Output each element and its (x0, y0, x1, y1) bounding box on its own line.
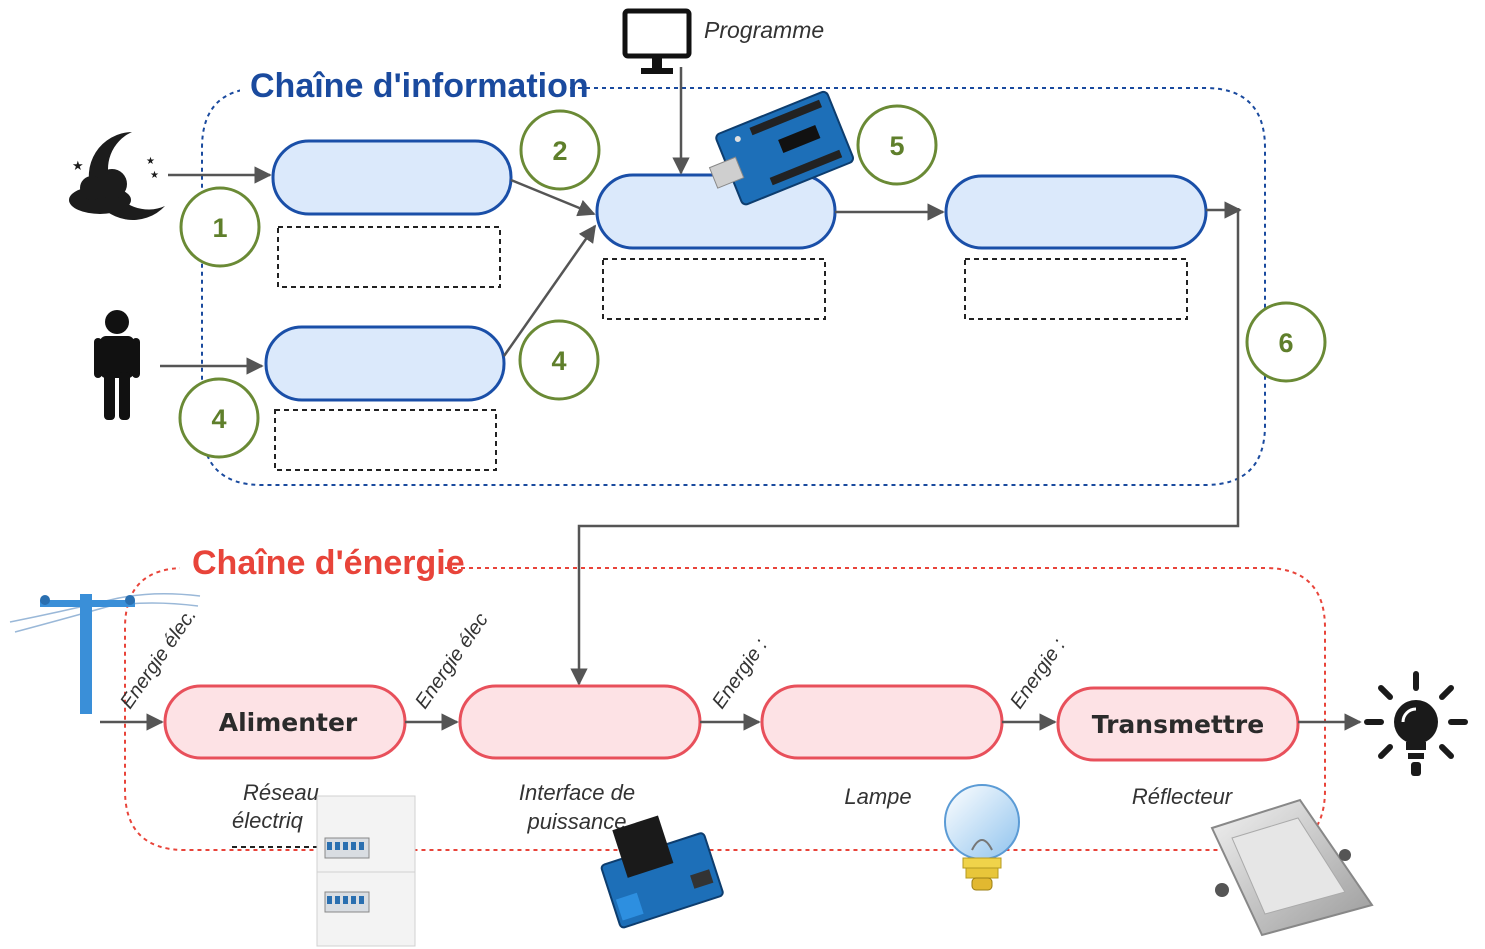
svg-text:2: 2 (552, 136, 567, 166)
program-label: Programme (704, 17, 824, 43)
marker-5: 5 (856, 104, 938, 186)
breaker-panel-icon (316, 795, 416, 947)
marker-6: 6 (1245, 301, 1327, 383)
reseau-label-line2: électriq (232, 808, 304, 833)
energy-flow-label-4: Energie : (1006, 635, 1070, 713)
alimenter-label: Alimenter (219, 708, 358, 737)
svg-text:★: ★ (150, 170, 159, 181)
lamp-rays-icon (1364, 671, 1468, 776)
monitor-icon (622, 8, 692, 74)
info-chain-region (201, 87, 1266, 486)
svg-text:6: 6 (1278, 328, 1293, 358)
night-icon: ★ ★ ★ (69, 132, 165, 220)
arduino-board-icon (708, 90, 854, 206)
person-icon (94, 310, 140, 420)
power-pole-icon (9, 593, 201, 714)
light-bulb-icon (944, 784, 1020, 891)
svg-text:★: ★ (146, 156, 155, 167)
answer-box-4[interactable] (964, 258, 1188, 320)
lampe-label: Lampe (844, 784, 911, 809)
svg-text:5: 5 (889, 131, 904, 161)
svg-text:1: 1 (212, 213, 227, 243)
energy-block-distribuer (458, 684, 702, 760)
energy-block-convertir (760, 684, 1004, 760)
info-chain-title: Chaîne d'information (250, 67, 589, 105)
energy-chain-title: Chaîne d'énergie (192, 544, 465, 582)
svg-text:4: 4 (211, 404, 226, 434)
energy-block-transmettre (1056, 686, 1300, 762)
relay-module-icon (600, 815, 724, 929)
info-arrows (160, 67, 1242, 375)
order-link-arrow (570, 208, 1240, 686)
answer-box-1[interactable] (277, 226, 501, 288)
marker-1: 1 (179, 186, 261, 268)
answer-box-2[interactable] (274, 409, 497, 471)
reflecteur-label: Réflecteur (1132, 784, 1234, 809)
marker-4-link: 4 (518, 319, 600, 401)
marker-4-sensor: 4 (178, 377, 260, 459)
energy-flow-label-3: Energie : (708, 635, 772, 713)
transmettre-label: Transmettre (1092, 710, 1264, 739)
svg-text:4: 4 (551, 346, 566, 376)
marker-2: 2 (519, 109, 601, 191)
info-block-4 (944, 174, 1208, 250)
info-block-2 (264, 325, 506, 402)
interface-label-line1: Interface de (519, 780, 635, 805)
info-block-1 (271, 139, 513, 216)
reseau-label-line1: Réseau (243, 780, 319, 805)
info-block-3 (595, 173, 837, 250)
reflector-icon (1210, 798, 1374, 937)
answer-box-3[interactable] (602, 258, 826, 320)
svg-text:★: ★ (72, 158, 84, 173)
interface-label-line2: puissance (526, 809, 626, 834)
